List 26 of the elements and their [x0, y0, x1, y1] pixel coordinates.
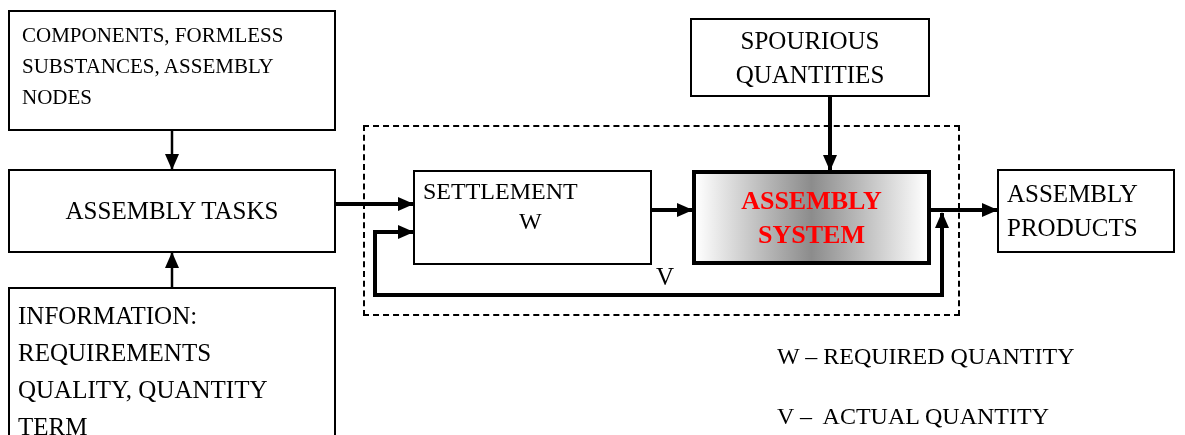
process-box [8, 169, 336, 253]
node-label: INFORMATION: REQUIREMENTS QUALITY, QUANTITY TERM [18, 301, 268, 435]
arrow [931, 203, 998, 217]
node-label: ASSEMBLY PRODUCTS [1007, 179, 1139, 243]
disturbance-box [690, 18, 930, 97]
controller-box [413, 170, 652, 265]
input-box [8, 10, 336, 131]
node-label: SETTLEMENT [423, 177, 579, 206]
note-text: W – REQUIRED QUANTITY [777, 342, 1075, 371]
arrow [823, 97, 837, 171]
note-text: V – ACTUAL QUANTITY [777, 402, 1049, 431]
arrow [165, 131, 179, 170]
node-label: COMPONENTS, FORMLESS SUBSTANCES, ASSEMBLY NODES [22, 22, 285, 111]
node-label: ASSEMBLY SYSTEM [740, 184, 883, 251]
arrow [336, 197, 414, 211]
input-box [8, 287, 336, 435]
node-label: SPOURIOUS QUANTITIES [734, 25, 886, 90]
arrow [165, 252, 179, 287]
arrow [652, 203, 693, 217]
node-label: W [518, 207, 543, 236]
signal-label: V [656, 262, 675, 292]
system-boundary [363, 125, 960, 316]
arrow [373, 212, 949, 297]
output-box [997, 169, 1175, 253]
node-label: ASSEMBLY TASKS [65, 196, 279, 227]
system-box [692, 170, 931, 265]
